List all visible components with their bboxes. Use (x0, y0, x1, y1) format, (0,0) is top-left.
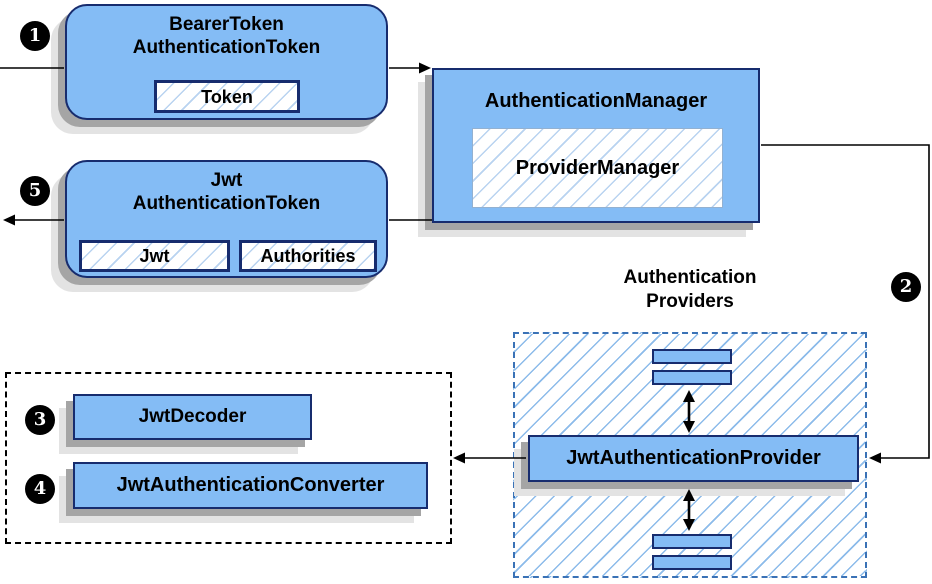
step-2-badge: 2 (891, 272, 921, 302)
bearer-to-manager-arrow (389, 62, 431, 74)
step-5-badge: 5 (20, 176, 50, 206)
provider-slot-bar (652, 534, 732, 549)
jwt-authentication-token-node: Jwt AuthenticationToken Jwt Authorities (65, 160, 388, 278)
provider-slot-bar (652, 555, 732, 570)
jwt-authentication-provider-node: JwtAuthenticationProvider (528, 435, 859, 482)
node-title-line: Jwt (210, 170, 243, 191)
node-title-line: BearerToken (169, 14, 284, 35)
provider-slot-bar (652, 349, 732, 364)
authentication-manager-node: AuthenticationManager ProviderManager (432, 68, 760, 223)
token-field: Token (154, 80, 300, 113)
provider-slot-bar (652, 370, 732, 385)
node-title-line: AuthenticationToken (132, 37, 321, 58)
response-out-arrow (3, 214, 64, 226)
jwt-token-node-title: Jwt AuthenticationToken (67, 162, 386, 215)
node-title-line: AuthenticationToken (132, 193, 321, 214)
step-3-badge: 3 (25, 405, 55, 435)
caption-line: Providers (646, 291, 734, 312)
authorities-field: Authorities (239, 240, 377, 272)
authentication-manager-title: AuthenticationManager (484, 90, 708, 112)
bearer-token-node-title: BearerToken AuthenticationToken (67, 6, 386, 59)
step-4-badge: 4 (25, 474, 55, 504)
jwt-field: Jwt (79, 240, 230, 272)
caption-line: Authentication (623, 267, 757, 288)
step-1-badge: 1 (20, 21, 50, 51)
jwt-components-panel (5, 372, 452, 544)
authentication-providers-caption: Authentication Providers (513, 266, 867, 314)
provider-manager-field: ProviderManager (472, 128, 723, 208)
jwt-authentication-converter-node: JwtAuthenticationConverter (73, 462, 428, 509)
jwt-decoder-node: JwtDecoder (73, 394, 312, 440)
bearer-token-authentication-token-node: BearerToken AuthenticationToken Token (65, 4, 388, 120)
